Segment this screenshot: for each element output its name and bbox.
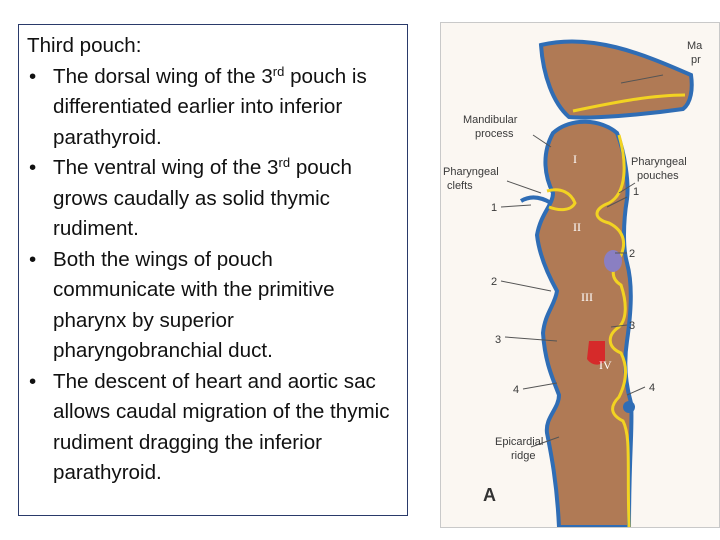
- slide-heading: Third pouch:: [27, 34, 142, 57]
- bullet-item: Both the wings of pouch communicate with…: [27, 245, 399, 367]
- bullet-superscript: rd: [272, 63, 285, 79]
- label-mandibular-2: process: [475, 128, 514, 140]
- bullet-item: The dorsal wing of the 3rd pouch is diff…: [27, 62, 399, 154]
- bullet-text: The descent of heart and aortic sac allo…: [53, 369, 390, 485]
- bullet-text: pouch grows caudally as solid thymic rud…: [53, 156, 352, 240]
- panel-letter: A: [483, 485, 496, 505]
- label-pouches-2: pouches: [637, 170, 679, 182]
- bullet-list: The dorsal wing of the 3rd pouch is diff…: [27, 62, 399, 489]
- label-cleft-3: 3: [495, 334, 501, 346]
- label-mandibular-1: Mandibular: [463, 114, 518, 126]
- label-pouch-1: 1: [633, 186, 639, 198]
- maxillary-endoderm-line: [572, 93, 686, 113]
- embryo-section-diagram: I II III IV Ma pr Mandibular process Pha…: [443, 39, 703, 527]
- bullet-text: The dorsal wing of the 3: [53, 64, 273, 88]
- label-maxillary-2: pr: [691, 54, 701, 66]
- bullet-text: pouch is differentiated earlier into inf…: [53, 64, 367, 149]
- label-pouch-2: 2: [629, 248, 635, 260]
- label-maxillary-1: Ma: [687, 40, 703, 52]
- bullet-superscript: rd: [278, 155, 291, 170]
- arch-label-iii: III: [581, 290, 593, 304]
- bullet-item: The descent of heart and aortic sac allo…: [27, 367, 399, 489]
- label-cleft-2: 2: [491, 276, 497, 288]
- arch-label-ii: II: [573, 220, 581, 234]
- leader-lines: [500, 74, 664, 448]
- arch-label-iv: IV: [599, 358, 612, 372]
- label-clefts-1: Pharyngeal: [443, 166, 499, 178]
- label-pouch-4: 4: [649, 382, 655, 394]
- bullet-text: Both the wings of pouch communicate with…: [53, 247, 335, 363]
- label-epicardial-1: Epicardial: [495, 436, 543, 448]
- cleft-1-indent: [519, 195, 553, 205]
- label-pouches-1: Pharyngeal: [631, 156, 687, 168]
- arches-body-shape: [534, 119, 634, 527]
- parathyroid-rudiment: [587, 341, 605, 365]
- cleft-endoderm-inner: [546, 188, 577, 212]
- endoderm-lining: [595, 134, 631, 527]
- label-pouch-3: 3: [629, 320, 635, 332]
- pharyngeal-arches-figure: I II III IV Ma pr Mandibular process Pha…: [440, 22, 720, 528]
- bullet-item: The ventral wing of the 3rd pouch grows …: [27, 153, 399, 245]
- ectoderm-bump: [623, 401, 635, 413]
- thymus-rudiment: [604, 250, 622, 272]
- text-panel: Third pouch: The dorsal wing of the 3rd …: [18, 24, 408, 516]
- label-epicardial-2: ridge: [511, 450, 535, 462]
- label-cleft-4: 4: [513, 384, 519, 396]
- bullet-text: The ventral wing of the 3: [53, 156, 279, 179]
- label-cleft-1: 1: [491, 202, 497, 214]
- label-clefts-2: clefts: [447, 180, 473, 192]
- arch-label-i: I: [573, 152, 577, 166]
- maxillary-process-shape: [538, 39, 694, 120]
